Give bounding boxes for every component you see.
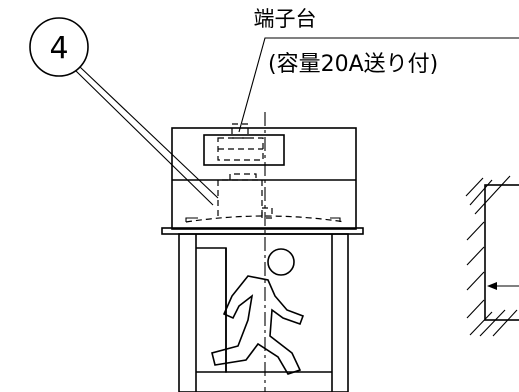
callout-balloon: 4 xyxy=(29,17,89,77)
terminal-block-title: 端子台 xyxy=(254,7,317,31)
sign-panel xyxy=(178,233,349,392)
terminal-block-spec: (容量20A送り付) xyxy=(268,52,438,77)
inner-box-hidden xyxy=(217,173,273,219)
callout-number: 4 xyxy=(49,31,68,66)
leader-line-upper xyxy=(79,66,219,199)
arrow-head xyxy=(487,282,497,290)
exit-door xyxy=(196,247,332,373)
wall-section xyxy=(465,175,519,337)
fixture-housing xyxy=(171,127,357,230)
running-person-icon xyxy=(211,248,305,375)
leader-line-lower xyxy=(75,70,214,206)
terminal-block xyxy=(217,123,264,161)
mounting-flange xyxy=(161,215,364,235)
terminal-leader-line xyxy=(238,37,519,133)
